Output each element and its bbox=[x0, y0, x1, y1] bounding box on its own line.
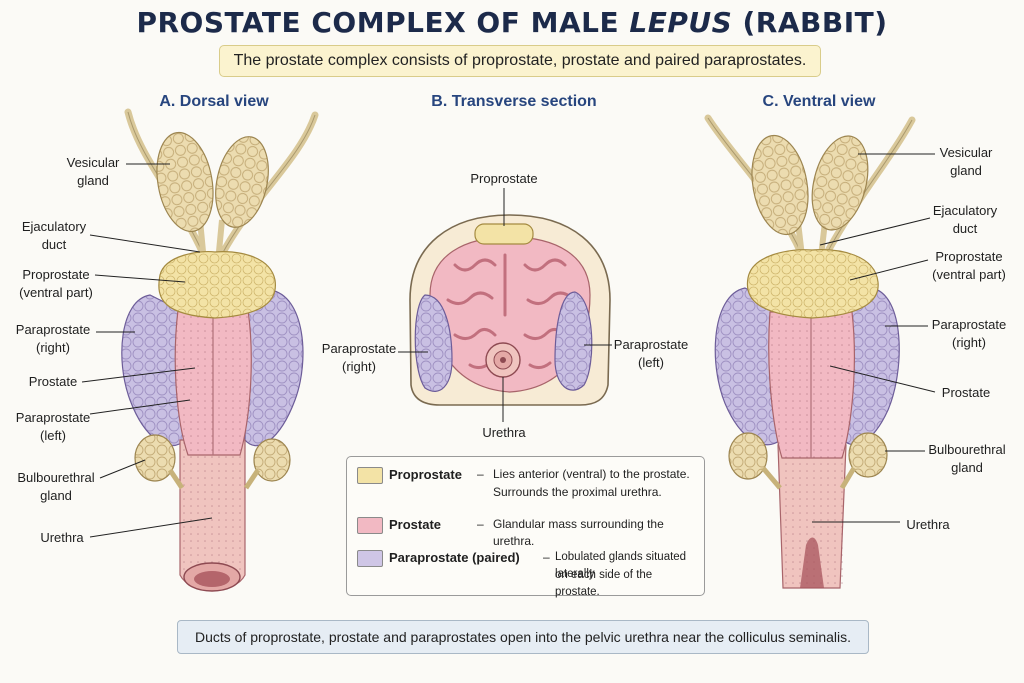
transverse-label-paraprostate-left-line1: Paraprostate bbox=[613, 337, 689, 352]
ventral-label-proprostate-line1: Proprostate bbox=[935, 249, 1003, 264]
ventral-label-prostate: Prostate bbox=[941, 385, 991, 400]
ventral-label-vesicular-line2: gland bbox=[950, 163, 982, 178]
legend-name-prostate: Prostate bbox=[389, 517, 442, 532]
ventral-label-urethra: Urethra bbox=[906, 517, 950, 532]
ventral-view-title: C. Ventral view bbox=[762, 93, 876, 110]
ventral-label-paraprostate-right: Paraprostate (right) bbox=[924, 316, 1014, 352]
ventral-label-vesicular-line1: Vesicular bbox=[939, 145, 993, 160]
ventral-label-ejaculatory-line1: Ejaculatory bbox=[932, 203, 998, 218]
legend-swatch-prostate bbox=[357, 517, 383, 534]
title-italic-text: LEPUS bbox=[629, 6, 733, 39]
title-end-text: (RABBIT) bbox=[732, 6, 888, 39]
legend-desc1-paraprostate: Lobulated glands situated laterally bbox=[555, 551, 687, 580]
transverse-prostate bbox=[429, 236, 591, 393]
dorsal-label-paraprostate-right-line2: (right) bbox=[36, 340, 70, 355]
transverse-proprostate bbox=[474, 223, 534, 245]
transverse-section-drawing bbox=[398, 188, 612, 422]
dorsal-label-proprostate: Proprostate (ventral part) bbox=[8, 266, 104, 302]
transverse-label-paraprostate-right-line2: (right) bbox=[342, 359, 376, 374]
dorsal-label-paraprostate-right-line1: Paraprostate bbox=[15, 322, 91, 337]
dorsal-label-paraprostate-left-line2: (left) bbox=[40, 428, 66, 443]
dorsal-label-vesicular-line2: gland bbox=[77, 173, 109, 188]
dorsal-label-ejaculatory-line1: Ejaculatory bbox=[21, 219, 87, 234]
legend-desc1-proprostate: Lies anterior (ventral) to the prostate. bbox=[493, 467, 690, 481]
dorsal-label-ejaculatory-duct: Ejaculatory duct bbox=[14, 218, 94, 254]
transverse-section-title: B. Transverse section bbox=[431, 93, 597, 110]
ventral-label-bulbourethral-line1: Bulbourethral bbox=[928, 442, 1006, 457]
ventral-label-paraprostate-line2: (right) bbox=[952, 335, 986, 350]
legend-dash-proprostate: – bbox=[477, 467, 484, 481]
dorsal-label-urethra: Urethra bbox=[40, 530, 84, 545]
ventral-label-vesicular-gland: Vesicular gland bbox=[930, 144, 1002, 180]
dorsal-label-proprostate-line1: Proprostate bbox=[22, 267, 90, 282]
dorsal-label-ejaculatory-line2: duct bbox=[41, 237, 67, 252]
dorsal-label-bulbourethral-line1: Bulbourethral bbox=[17, 470, 95, 485]
title-main-text: PROSTATE COMPLEX OF MALE bbox=[136, 6, 630, 39]
footer-note: Ducts of proprostate, prostate and parap… bbox=[177, 620, 869, 654]
ventral-leader-lines bbox=[812, 153, 936, 523]
transverse-label-proprostate: Proprostate bbox=[470, 171, 538, 186]
subtitle-banner: The prostate complex consists of propros… bbox=[219, 45, 821, 77]
legend-dash-paraprostate: – bbox=[543, 550, 550, 564]
dorsal-label-proprostate-line2: (ventral part) bbox=[19, 285, 93, 300]
legend-swatch-proprostate bbox=[357, 467, 383, 484]
ventral-label-ejaculatory-duct: Ejaculatory duct bbox=[922, 202, 1008, 238]
ventral-view-drawing bbox=[704, 114, 936, 589]
dorsal-label-paraprostate-left: Paraprostate (left) bbox=[10, 409, 96, 445]
transverse-label-urethra: Urethra bbox=[482, 425, 526, 440]
ventral-label-paraprostate-line1: Paraprostate bbox=[931, 317, 1007, 332]
legend-desc2-proprostate: Surrounds the proximal urethra. bbox=[493, 485, 662, 499]
dorsal-label-vesicular-gland: Vesicular gland bbox=[60, 154, 126, 190]
legend-desc1-prostate: Glandular mass surrounding the urethra. bbox=[493, 517, 664, 548]
legend-name-paraprostate: Paraprostate (paired) bbox=[389, 550, 520, 565]
dorsal-leader-lines bbox=[81, 163, 213, 538]
transverse-leader-lines bbox=[398, 188, 612, 422]
ventral-label-proprostate-line2: (ventral part) bbox=[932, 267, 1006, 282]
page-title: PROSTATE COMPLEX OF MALE LEPUS (RABBIT) bbox=[0, 6, 1024, 39]
ventral-label-ejaculatory-line2: duct bbox=[952, 221, 978, 236]
transverse-label-paraprostate-right: Paraprostate (right) bbox=[316, 340, 402, 376]
dorsal-label-bulbourethral-line2: gland bbox=[40, 488, 72, 503]
transverse-label-paraprostate-left: Paraprostate (left) bbox=[608, 336, 694, 372]
dorsal-label-paraprostate-right: Paraprostate (right) bbox=[10, 321, 96, 357]
dorsal-label-prostate: Prostate bbox=[28, 374, 78, 389]
transverse-label-paraprostate-right-line1: Paraprostate bbox=[321, 341, 397, 356]
legend-name-proprostate: Proprostate bbox=[389, 467, 462, 482]
ventral-label-bulbourethral-line2: gland bbox=[951, 460, 983, 475]
transverse-label-paraprostate-left-line2: (left) bbox=[638, 355, 664, 370]
legend-swatch-paraprostate bbox=[357, 550, 383, 567]
dorsal-view-title: A. Dorsal view bbox=[159, 93, 269, 110]
ventral-label-proprostate: Proprostate (ventral part) bbox=[920, 248, 1018, 284]
legend-box: Proprostate – Lies anterior (ventral) to… bbox=[346, 456, 705, 598]
ventral-label-bulbourethral-gland: Bulbourethral gland bbox=[918, 441, 1016, 477]
legend-desc2-paraprostate: on each side of the prostate. bbox=[555, 569, 653, 598]
dorsal-label-bulbourethral-gland: Bulbourethral gland bbox=[8, 469, 104, 505]
dorsal-view-drawing bbox=[81, 108, 319, 592]
legend-dash-prostate: – bbox=[477, 517, 484, 531]
dorsal-label-vesicular-line1: Vesicular bbox=[66, 155, 120, 170]
dorsal-label-paraprostate-left-line1: Paraprostate bbox=[15, 410, 91, 425]
